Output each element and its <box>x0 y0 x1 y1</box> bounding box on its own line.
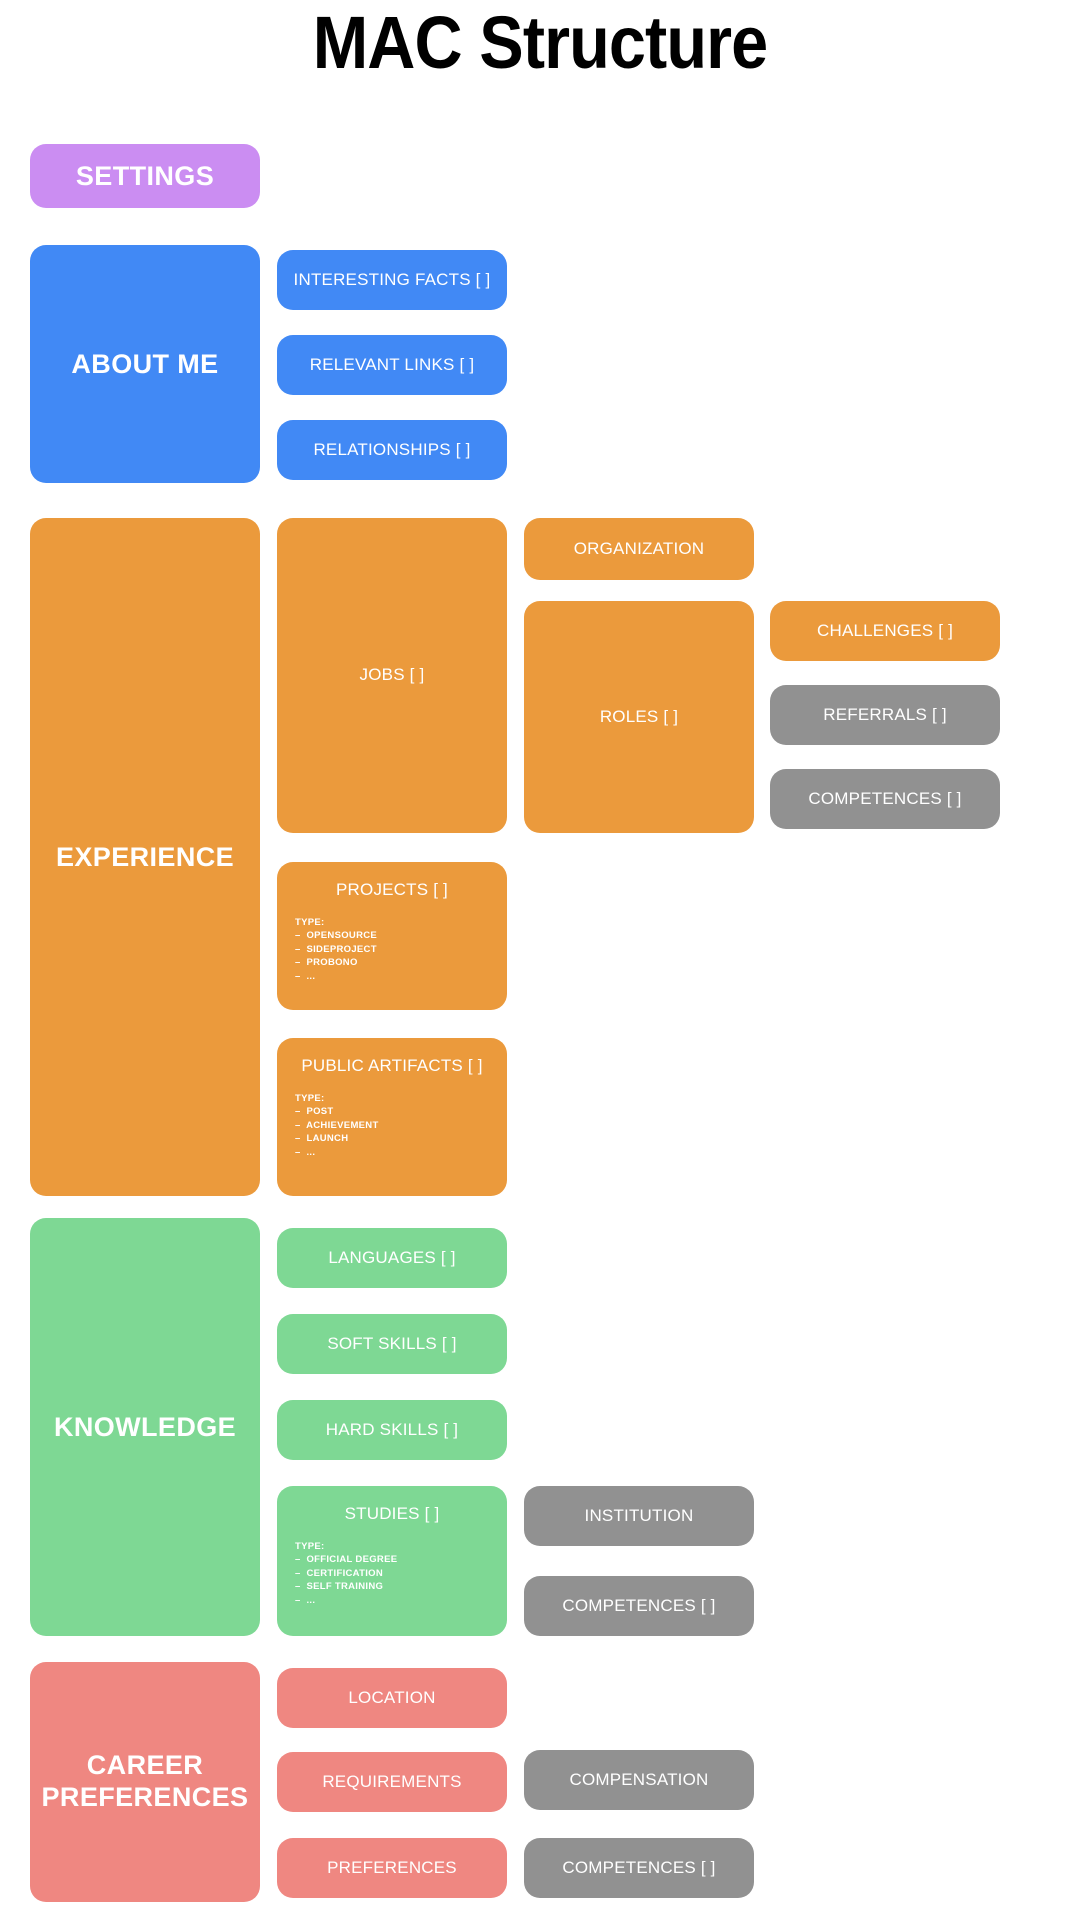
card-challenges[interactable]: CHALLENGES [ ] <box>770 601 1000 661</box>
projects-type-item: – PROBONO <box>295 957 358 969</box>
card-public-artifacts-label: PUBLIC ARTIFACTS [ ] <box>301 1056 483 1075</box>
card-interesting-facts-label: INTERESTING FACTS [ ] <box>293 269 491 289</box>
studies-type-item: – OFFICIAL DEGREE <box>295 1554 398 1566</box>
card-organization-label: ORGANIZATION <box>573 538 705 558</box>
studies-type-label: TYPE: <box>295 1541 325 1552</box>
card-jobs-label: JOBS [ ] <box>359 665 425 685</box>
card-interesting-facts[interactable]: INTERESTING FACTS [ ] <box>277 250 507 310</box>
card-hard-skills-label: HARD SKILLS [ ] <box>325 1419 459 1439</box>
card-competences-career-label: COMPETENCES [ ] <box>562 1857 716 1877</box>
card-relevant-links-label: RELEVANT LINKS [ ] <box>309 354 475 374</box>
card-experience-label: EXPERIENCE <box>55 841 235 872</box>
page-title: MAC Structure <box>312 1 768 84</box>
card-challenges-label: CHALLENGES [ ] <box>816 620 953 640</box>
card-studies-type-list: TYPE: – OFFICIAL DEGREE – CERTIFICATION … <box>295 1540 397 1607</box>
card-about-me-label: ABOUT ME <box>71 348 219 379</box>
card-competences-knowledge[interactable]: COMPETENCES [ ] <box>524 1576 754 1636</box>
card-requirements[interactable]: REQUIREMENTS <box>277 1752 507 1812</box>
card-requirements-label: REQUIREMENTS <box>322 1771 462 1791</box>
card-languages[interactable]: LANGUAGES [ ] <box>277 1228 507 1288</box>
card-career-preferences[interactable]: CAREER PREFERENCES <box>30 1662 260 1902</box>
card-relationships[interactable]: RELATIONSHIPS [ ] <box>277 420 507 480</box>
card-projects[interactable]: PROJECTS [ ] TYPE: – OPENSOURCE – SIDEPR… <box>277 862 507 1010</box>
public-artifacts-type-label: TYPE: <box>295 1093 325 1104</box>
card-settings-label: SETTINGS <box>75 160 215 191</box>
card-projects-type-list: TYPE: – OPENSOURCE – SIDEPROJECT – PROBO… <box>295 916 377 983</box>
card-institution[interactable]: INSTITUTION <box>524 1486 754 1546</box>
card-location[interactable]: LOCATION <box>277 1668 507 1728</box>
card-compensation[interactable]: COMPENSATION <box>524 1750 754 1810</box>
card-competences-career[interactable]: COMPETENCES [ ] <box>524 1838 754 1898</box>
card-soft-skills-label: SOFT SKILLS [ ] <box>327 1333 457 1353</box>
card-soft-skills[interactable]: SOFT SKILLS [ ] <box>277 1314 507 1374</box>
card-roles[interactable]: ROLES [ ] <box>524 601 754 833</box>
card-relationships-label: RELATIONSHIPS [ ] <box>313 439 471 459</box>
card-hard-skills[interactable]: HARD SKILLS [ ] <box>277 1400 507 1460</box>
card-knowledge-label: KNOWLEDGE <box>53 1411 237 1442</box>
card-career-preferences-label-line2: PREFERENCES <box>41 1782 249 1812</box>
card-career-preferences-label-line1: CAREER <box>86 1750 204 1781</box>
card-referrals[interactable]: REFERRALS [ ] <box>770 685 1000 745</box>
public-artifacts-type-item: – ACHIEVEMENT <box>295 1119 379 1131</box>
public-artifacts-type-item: – LAUNCH <box>295 1133 349 1145</box>
card-settings[interactable]: SETTINGS <box>30 144 260 208</box>
card-competences-experience[interactable]: COMPETENCES [ ] <box>770 769 1000 829</box>
card-preferences-label: PREFERENCES <box>327 1857 457 1877</box>
public-artifacts-type-item: – POST <box>295 1106 334 1118</box>
card-competences-knowledge-label: COMPETENCES [ ] <box>562 1595 716 1615</box>
card-competences-experience-label: COMPETENCES [ ] <box>808 788 962 808</box>
card-studies[interactable]: STUDIES [ ] TYPE: – OFFICIAL DEGREE – CE… <box>277 1486 507 1636</box>
projects-type-item: – SIDEPROJECT <box>295 943 377 955</box>
card-location-label: LOCATION <box>348 1687 436 1707</box>
card-languages-label: LANGUAGES [ ] <box>328 1247 456 1267</box>
card-compensation-label: COMPENSATION <box>569 1769 709 1789</box>
public-artifacts-type-item: – ... <box>295 1146 316 1158</box>
card-projects-label: PROJECTS [ ] <box>336 880 448 899</box>
card-institution-label: INSTITUTION <box>584 1505 694 1525</box>
card-jobs[interactable]: JOBS [ ] <box>277 518 507 833</box>
studies-type-item: – SELF TRAINING <box>295 1581 384 1593</box>
card-roles-label: ROLES [ ] <box>599 706 679 726</box>
studies-type-item: – CERTIFICATION <box>295 1567 384 1579</box>
card-preferences[interactable]: PREFERENCES <box>277 1838 507 1898</box>
card-experience[interactable]: EXPERIENCE <box>30 518 260 1196</box>
card-organization[interactable]: ORGANIZATION <box>524 518 754 580</box>
card-public-artifacts-type-list: TYPE: – POST – ACHIEVEMENT – LAUNCH – ..… <box>295 1092 379 1159</box>
projects-type-item: – ... <box>295 970 316 982</box>
card-knowledge[interactable]: KNOWLEDGE <box>30 1218 260 1636</box>
studies-type-item: – ... <box>295 1594 316 1606</box>
projects-type-item: – OPENSOURCE <box>295 930 378 942</box>
card-referrals-label: REFERRALS [ ] <box>823 704 947 724</box>
projects-type-label: TYPE: <box>295 917 325 928</box>
card-studies-label: STUDIES [ ] <box>344 1504 440 1523</box>
card-relevant-links[interactable]: RELEVANT LINKS [ ] <box>277 335 507 395</box>
card-public-artifacts[interactable]: PUBLIC ARTIFACTS [ ] TYPE: – POST – ACHI… <box>277 1038 507 1196</box>
card-about-me[interactable]: ABOUT ME <box>30 245 260 483</box>
